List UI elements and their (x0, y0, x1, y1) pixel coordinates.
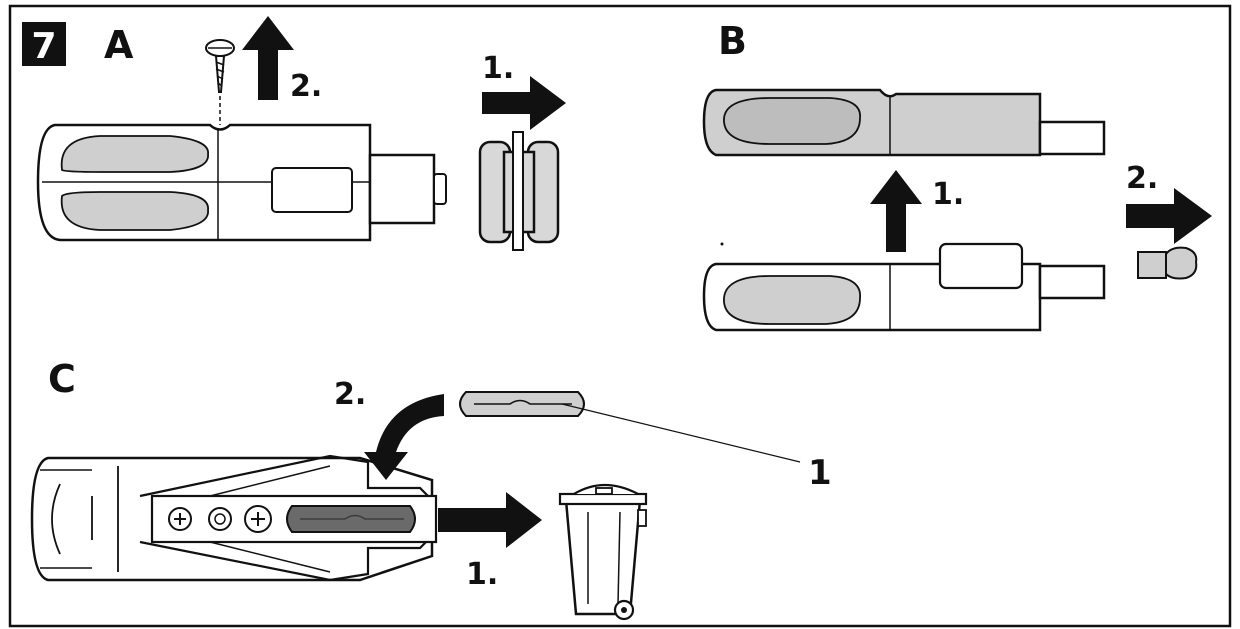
panel-a-label: A (104, 23, 134, 67)
panel-c-label: C (48, 357, 76, 401)
figure-number-badge: 7 (22, 22, 66, 67)
arrow-right-icon (438, 492, 542, 548)
panel-b-label: B (718, 19, 747, 63)
grip-pad-bottom-half (723, 275, 861, 325)
panel-a-step-1: 1. (482, 51, 514, 86)
diagram-frame (8, 4, 1232, 628)
screw-icon (244, 505, 272, 533)
handle-open (30, 454, 438, 582)
waste-bin-icon (558, 484, 648, 621)
fuse-new (459, 391, 585, 417)
arrow-curved-down-icon (364, 394, 444, 480)
end-cap (478, 131, 560, 251)
panel-c-step-1: 1. (466, 557, 498, 592)
panel-c-step-2: 2. (334, 377, 366, 412)
panel-a-step-2: 2. (290, 69, 322, 104)
arrow-right-icon (1126, 188, 1212, 244)
grip-pad-bottom (60, 191, 209, 231)
handle-half-bottom (702, 242, 1106, 332)
grip-pad-shell (723, 97, 861, 145)
callout-leader-line (561, 403, 801, 463)
figure-number: 7 (31, 26, 56, 67)
arrow-right-icon (482, 76, 566, 130)
callout-number: 1 (808, 453, 832, 493)
panel-b-step-2: 2. (1126, 161, 1158, 196)
handle-shell-top (702, 88, 1106, 157)
grip-pad-top (60, 135, 209, 173)
panel-b-step-1: 1. (932, 177, 964, 212)
fuse-old (286, 505, 416, 533)
contact-tip (1137, 246, 1198, 280)
screw-icon (168, 507, 192, 531)
washer-icon (208, 507, 232, 531)
screw-icon (205, 39, 235, 125)
arrow-up-icon (870, 170, 922, 252)
panel-a: A 2. 1. (36, 16, 566, 251)
panel-c: C (30, 357, 832, 621)
arrow-up-icon (242, 16, 294, 100)
handle-body (36, 123, 447, 242)
panel-b: B 1. 2. (702, 19, 1212, 332)
